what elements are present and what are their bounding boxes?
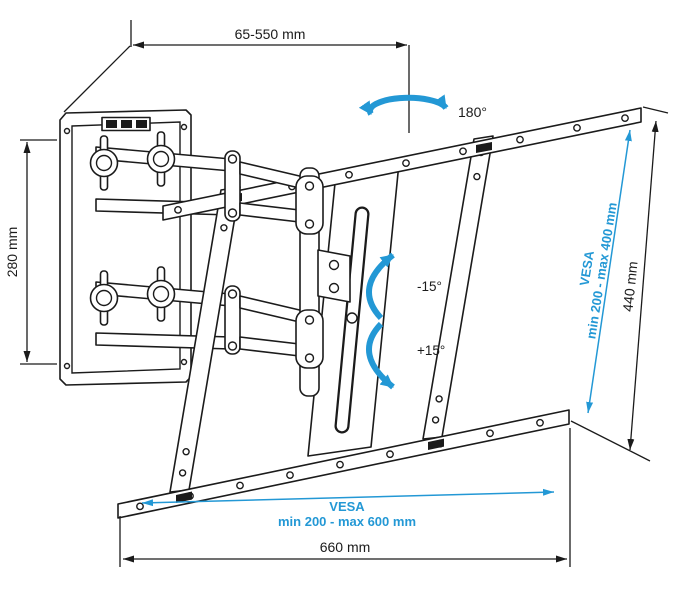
pivot-post xyxy=(295,167,324,397)
arm-joints xyxy=(224,150,241,355)
tilt-minus-label: -15° xyxy=(417,279,442,294)
swivel-180-arrow-icon xyxy=(358,94,449,116)
frame-width-label: 660 mm xyxy=(320,539,371,555)
dim-frame-width: 660 mm xyxy=(119,428,571,567)
vent-grille xyxy=(101,116,151,132)
spring-hinges xyxy=(89,131,176,326)
frame-height-label: 440 mm xyxy=(619,260,640,312)
arm-extension-label: 65-550 mm xyxy=(235,26,306,42)
tilt-bracket xyxy=(317,249,351,303)
dim-wall-plate-height: 280 mm xyxy=(4,139,57,365)
vesa-vertical-title: VESA xyxy=(577,249,597,287)
tilt-annotation: -15° +15° xyxy=(366,252,445,390)
vesa-horizontal-range-label: min 200 - max 600 mm xyxy=(278,514,416,529)
tilt-down-arrow-icon xyxy=(366,321,395,390)
wall-plate-height-label: 280 mm xyxy=(4,227,20,278)
dim-vesa-horizontal: VESA min 200 - max 600 mm xyxy=(141,488,555,529)
dim-frame-height: 440 mm xyxy=(570,106,669,462)
vesa-horizontal-title: VESA xyxy=(329,499,365,514)
swivel-annotation: 180° xyxy=(358,94,487,120)
tilt-plus-label: +15° xyxy=(417,343,445,358)
dim-arm-extension: 65-550 mm xyxy=(63,20,410,133)
tilt-up-arrow-icon xyxy=(366,252,395,321)
swivel-angle-label: 180° xyxy=(458,104,487,120)
articulating-arms-front xyxy=(239,161,309,358)
dim-vesa-vertical: VESA min 200 - max 400 mm xyxy=(577,129,632,414)
